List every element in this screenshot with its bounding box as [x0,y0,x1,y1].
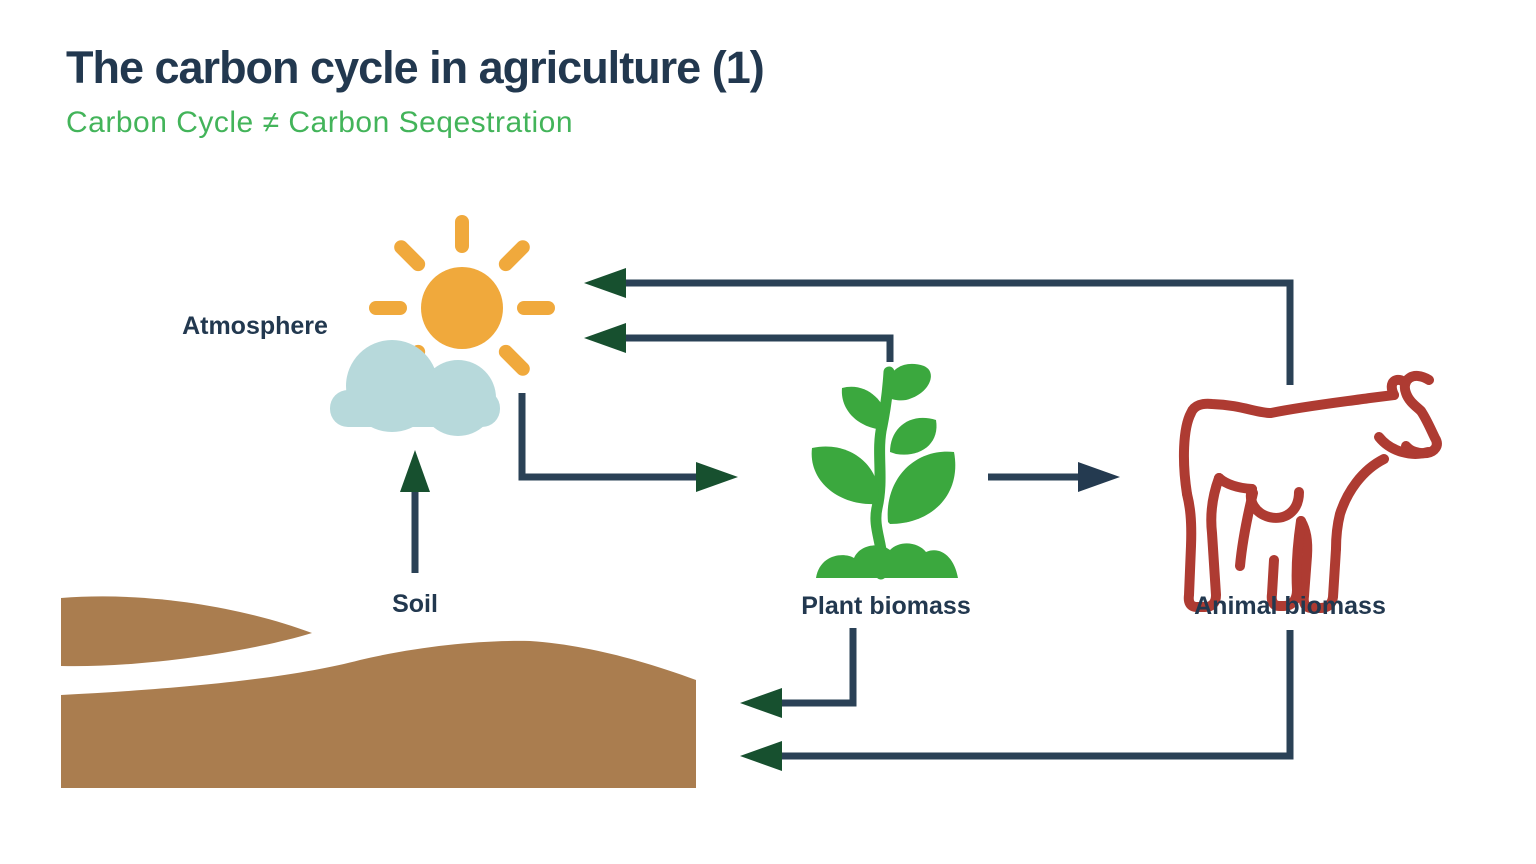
cow-body-outline [1178,390,1399,499]
cow-front-leg-2 [1266,516,1306,611]
flow-arrows [400,268,1294,771]
arrow-animal-to-atmosphere [584,268,1294,385]
soil-mound-icon [61,596,696,788]
cloud-icon [330,340,500,436]
cow-chest [1331,454,1389,554]
plant-leaf-upper-left [841,386,888,430]
cow-jaw-line [1374,432,1433,459]
plant-leaf-mid-right [890,417,937,455]
sun-icon [369,215,555,401]
plant-ground-mound [816,543,958,578]
arrow-plant-to-atmosphere [584,323,894,362]
page-subtitle: Carbon Cycle ≠ Carbon Seqestration [66,106,574,139]
cow-belly [1214,473,1257,494]
plant-biomass-label: Plant biomass [801,592,971,620]
seedling-icon [811,363,958,580]
arrow-plant-to-animal [988,462,1120,492]
cow-udder [1246,484,1304,523]
cow-hind-leg-2 [1235,488,1258,571]
plant-stem [870,366,895,580]
soil-wedge [61,596,312,667]
plant-leaf-top [887,363,931,401]
arrow-animal-to-soil [740,630,1294,771]
atmosphere-label: Atmosphere [182,312,328,340]
arrow-soil-to-atmosphere [400,450,430,573]
cow-front-leg [1296,516,1341,613]
plant-leaf-big-left [811,446,880,505]
animal-biomass-label: Animal biomass [1194,592,1386,620]
arrow-atmosphere-to-plant [518,393,738,492]
cow-hind-leg [1182,473,1224,612]
cow-icon [1178,370,1442,613]
sun-cloud-icon [330,215,555,436]
page-title: The carbon cycle in agriculture (1) [66,42,765,93]
cow-horn [1399,370,1434,416]
arrow-plant-to-soil [740,628,857,718]
soil-main-mound [61,640,696,788]
soil-label: Soil [392,590,438,618]
plant-leaf-big-right [887,451,956,524]
cow-face-muzzle [1401,406,1442,459]
